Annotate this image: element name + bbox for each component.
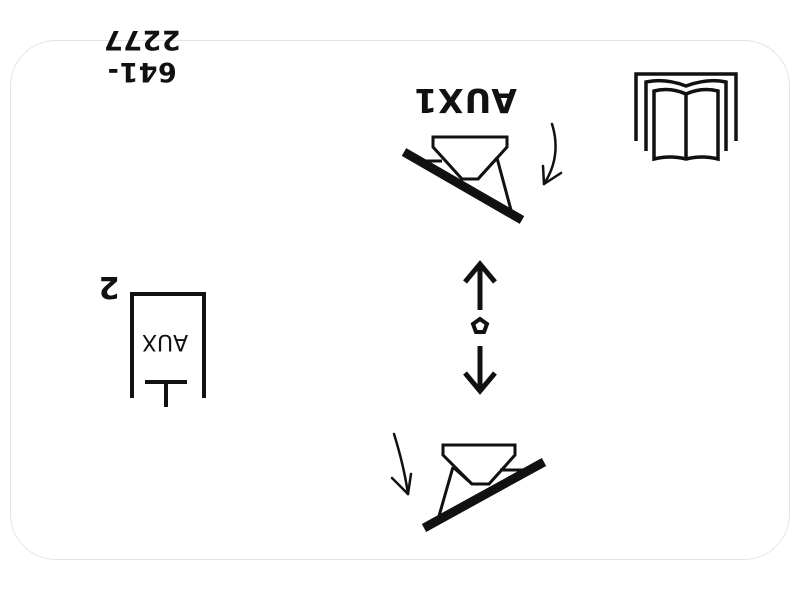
aux1-label: AUX1 xyxy=(410,81,520,120)
neutral-position-icon xyxy=(470,316,490,334)
operator-manual-icon xyxy=(634,72,738,162)
spreader-raised-icon xyxy=(401,135,525,224)
rotate-arrow-icon xyxy=(390,432,413,496)
aux-port-icon xyxy=(130,292,206,407)
rotate-arrow-icon xyxy=(541,122,563,186)
up-down-arrow-icon xyxy=(463,260,497,395)
part-number: 641-2277 xyxy=(72,24,212,87)
aux2-label-text: AUX xyxy=(141,329,189,354)
part-number-text: 641-2277 xyxy=(103,24,181,87)
aux2-number-text: 2 xyxy=(98,269,120,304)
aux1-label-text: AUX1 xyxy=(413,81,517,120)
aux2-number: 2 xyxy=(94,268,124,304)
spreader-lowered-icon xyxy=(421,443,547,532)
aux2-label: AUX xyxy=(140,328,190,354)
